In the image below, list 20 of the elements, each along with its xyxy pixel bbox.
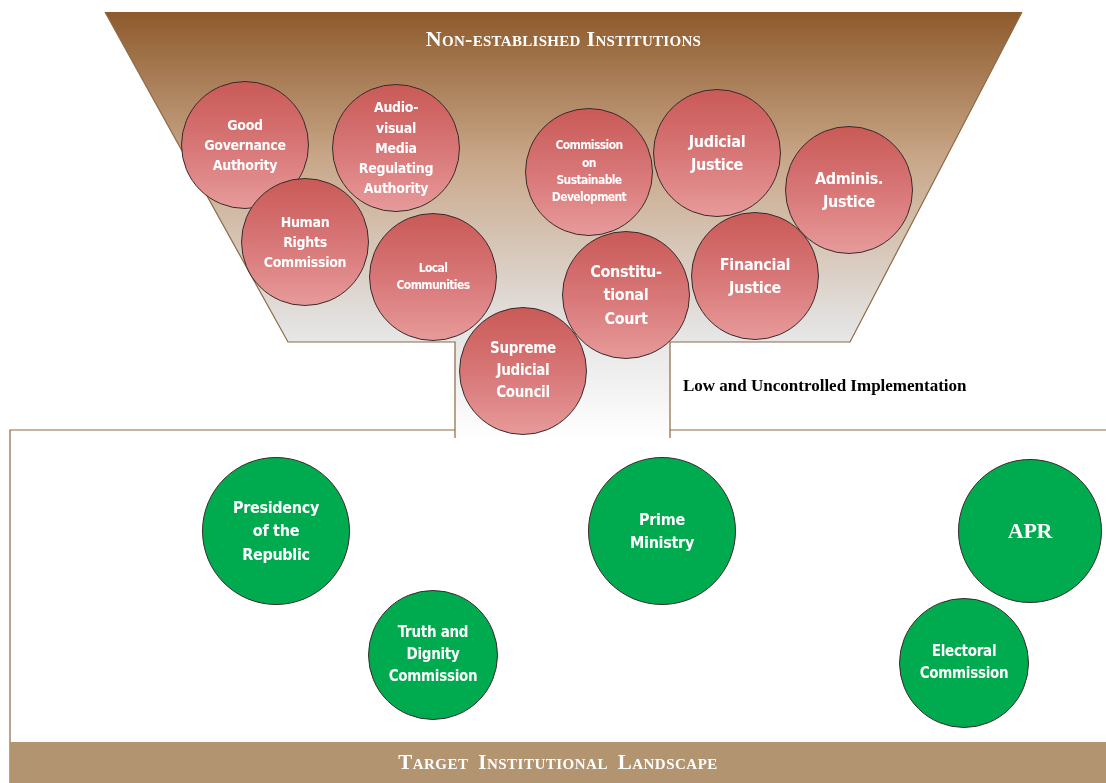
circle-label: Commission on Sustainable Development: [551, 137, 627, 207]
circle-label: Good Governance Authority: [203, 115, 287, 176]
title-band: Target Institutional Landscape: [10, 742, 1106, 783]
circle-label: Adminis. Justice: [813, 167, 885, 213]
circle-label: Financial Justice: [718, 253, 792, 299]
circle-label: Prime Ministry: [629, 508, 695, 554]
circle-label: Judicial Justice: [687, 130, 747, 176]
circle-label: APR: [1007, 517, 1053, 546]
circle-label: Electoral Commission: [918, 641, 1010, 684]
funnel-shape: [105, 12, 1022, 438]
frame-outline: [10, 430, 1106, 783]
heading: Non-established Institutions: [425, 26, 702, 52]
circle-label: Truth and Dignity Commission: [387, 622, 479, 687]
circle-label: Audio-visual Media Regulating Authority: [358, 98, 434, 199]
circle-label: Human Rights Commission: [263, 212, 347, 273]
circle-label: Presidency of the Republic: [232, 497, 320, 566]
note: Low and Uncontrolled Implementation: [683, 376, 967, 396]
circle-label: Constitu-tional Court: [590, 261, 662, 330]
circle-label: Local Communities: [396, 259, 470, 294]
circle-label: Supreme Judicial Council: [489, 338, 557, 403]
